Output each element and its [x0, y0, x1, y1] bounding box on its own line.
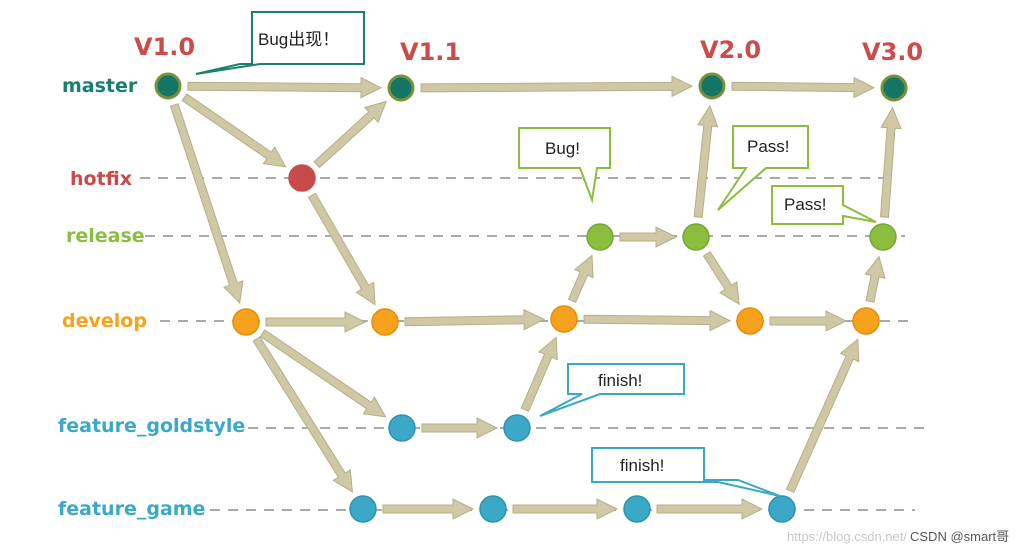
arrow-m1-to-h1 [181, 93, 287, 168]
arrow-d3-to-d4 [583, 309, 732, 332]
arrow-m3-to-m4 [731, 76, 876, 99]
arrow-d1-to-g1 [259, 329, 387, 418]
arrow-f4-to-d5 [785, 338, 860, 494]
arrow-r1-to-r2 [619, 226, 678, 248]
arrow-g2-to-d3 [520, 336, 558, 412]
arrow-f2-to-f3 [512, 498, 619, 520]
callout-text: Bug出现！ [258, 30, 339, 49]
lane-label-develop: develop [62, 310, 147, 332]
commit-nodes [154, 72, 908, 523]
callout-bug: Bug! [518, 127, 611, 204]
callout-text: Bug! [545, 139, 580, 158]
arrow-m1-to-d1 [169, 103, 244, 305]
arrow-r3-to-m4 [879, 106, 902, 218]
master-commit-node [880, 74, 908, 102]
version-labels: V1.0 V1.1 V2.0 V3.0 [134, 33, 923, 66]
arrow-d3-to-r1 [567, 254, 594, 303]
version-label-v1-0: V1.0 [134, 33, 195, 61]
callouts: Bug出现！ Bug! Pass! Pass! finish! finish! [195, 11, 877, 497]
arrow-d5-to-r3 [864, 255, 886, 303]
develop-commit-node [232, 308, 260, 336]
flow-arrows [169, 75, 902, 520]
arrow-m2-to-m3 [420, 75, 694, 98]
arrow-d1-to-d2 [265, 311, 367, 333]
arrow-f1-to-f2 [382, 498, 475, 520]
master-commit-node [387, 74, 415, 102]
callout-finish-goldstyle: finish! [539, 363, 685, 417]
lane-label-master: master [62, 75, 138, 97]
callout-pass-release: Pass! [717, 125, 809, 211]
arrow-d2-to-d3 [404, 308, 546, 331]
master-commit-node [154, 72, 182, 100]
lane-label-feature-game: feature_game [58, 498, 205, 520]
watermark: https://blog.csdn.net/ CSDN @smart哥 [787, 529, 1009, 544]
lane-label-hotfix: hotfix [70, 168, 132, 190]
feature-game-commit-node [623, 495, 651, 523]
arrow-d4-to-d5 [769, 310, 848, 332]
callout-text: finish! [598, 371, 642, 390]
release-commit-node [682, 223, 710, 251]
arrow-h1-to-m2 [313, 100, 388, 169]
feature-game-commit-node [768, 495, 796, 523]
version-label-v2-0: V2.0 [700, 36, 761, 64]
develop-commit-node [852, 307, 880, 335]
arrow-d1-to-f1 [252, 336, 353, 493]
arrow-f3-to-f4 [656, 498, 764, 520]
arrow-r2-to-d4 [702, 251, 740, 306]
feature-goldstyle-commit-node [503, 414, 531, 442]
callout-finish-game: finish! [591, 447, 781, 497]
callout-bug-appeared: Bug出现！ [195, 11, 365, 75]
version-label-v1-1: V1.1 [400, 38, 461, 66]
lane-label-feature-goldstyle: feature_goldstyle [58, 415, 245, 437]
release-commit-node [869, 223, 897, 251]
arrow-r2-to-m3 [693, 104, 719, 219]
arrow-m1-to-m2 [187, 76, 383, 99]
develop-commit-node [550, 305, 578, 333]
feature-game-commit-node [479, 495, 507, 523]
develop-commit-node [371, 308, 399, 336]
version-label-v3-0: V3.0 [862, 38, 923, 66]
callout-pass-v3: Pass! [771, 185, 877, 225]
feature-goldstyle-commit-node [388, 414, 416, 442]
hotfix-commit-node [288, 164, 316, 192]
feature-game-commit-node [349, 495, 377, 523]
lane-guides [140, 177, 925, 511]
watermark-credit: CSDN @smart哥 [910, 529, 1009, 544]
callout-text: finish! [620, 456, 664, 475]
arrow-h1-to-d2 [307, 192, 376, 306]
callout-text: Pass! [784, 195, 827, 214]
master-commit-node [698, 72, 726, 100]
arrow-g1-to-g2 [421, 417, 499, 439]
callout-text: Pass! [747, 137, 790, 156]
lane-label-release: release [66, 225, 145, 247]
lane-labels: master hotfix release develop feature_go… [58, 75, 245, 520]
release-commit-node [586, 223, 614, 251]
develop-commit-node [736, 307, 764, 335]
watermark-url: https://blog.csdn.net/ [787, 529, 907, 544]
